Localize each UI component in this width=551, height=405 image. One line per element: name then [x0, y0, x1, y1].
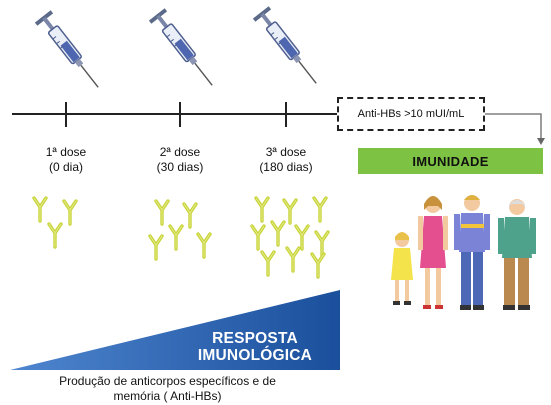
arrow-down-icon	[537, 138, 545, 145]
dose-title: 3ª dose	[265, 145, 307, 159]
response-line-1: RESPOSTA	[212, 330, 298, 347]
dose-title: 1ª dose	[45, 145, 87, 159]
threshold-label: Anti-HBs >10 mUI/mL	[357, 108, 465, 120]
dose-interval: (0 dia)	[48, 160, 83, 174]
immunity-label: IMUNIDADE	[412, 153, 489, 169]
response-label: RESPOSTA IMUNOLÓGICA	[180, 330, 330, 364]
caption-line-2: memória ( Anti-HBs)	[113, 389, 222, 403]
dose-label-2: 2ª dose (30 dias)	[140, 145, 220, 175]
dose-title: 2ª dose	[159, 145, 201, 159]
dose-label-3: 3ª dose (180 dias)	[246, 145, 326, 175]
immunity-bar: IMUNIDADE	[358, 148, 543, 174]
threshold-box: Anti-HBs >10 mUI/mL	[337, 97, 485, 131]
man-figure	[454, 195, 490, 310]
elderly-figure	[498, 199, 536, 310]
family-figure	[391, 195, 536, 310]
timeline	[12, 102, 545, 145]
dose-label-1: 1ª dose (0 dia)	[26, 145, 106, 175]
dose-interval: (30 dias)	[156, 160, 204, 174]
caption-line-1: Produção de anticorpos específicos e de	[59, 374, 276, 388]
woman-figure	[418, 196, 448, 309]
dose-interval: (180 dias)	[259, 160, 313, 174]
child-figure	[391, 232, 413, 305]
response-line-2: IMUNOLÓGICA	[197, 347, 313, 364]
